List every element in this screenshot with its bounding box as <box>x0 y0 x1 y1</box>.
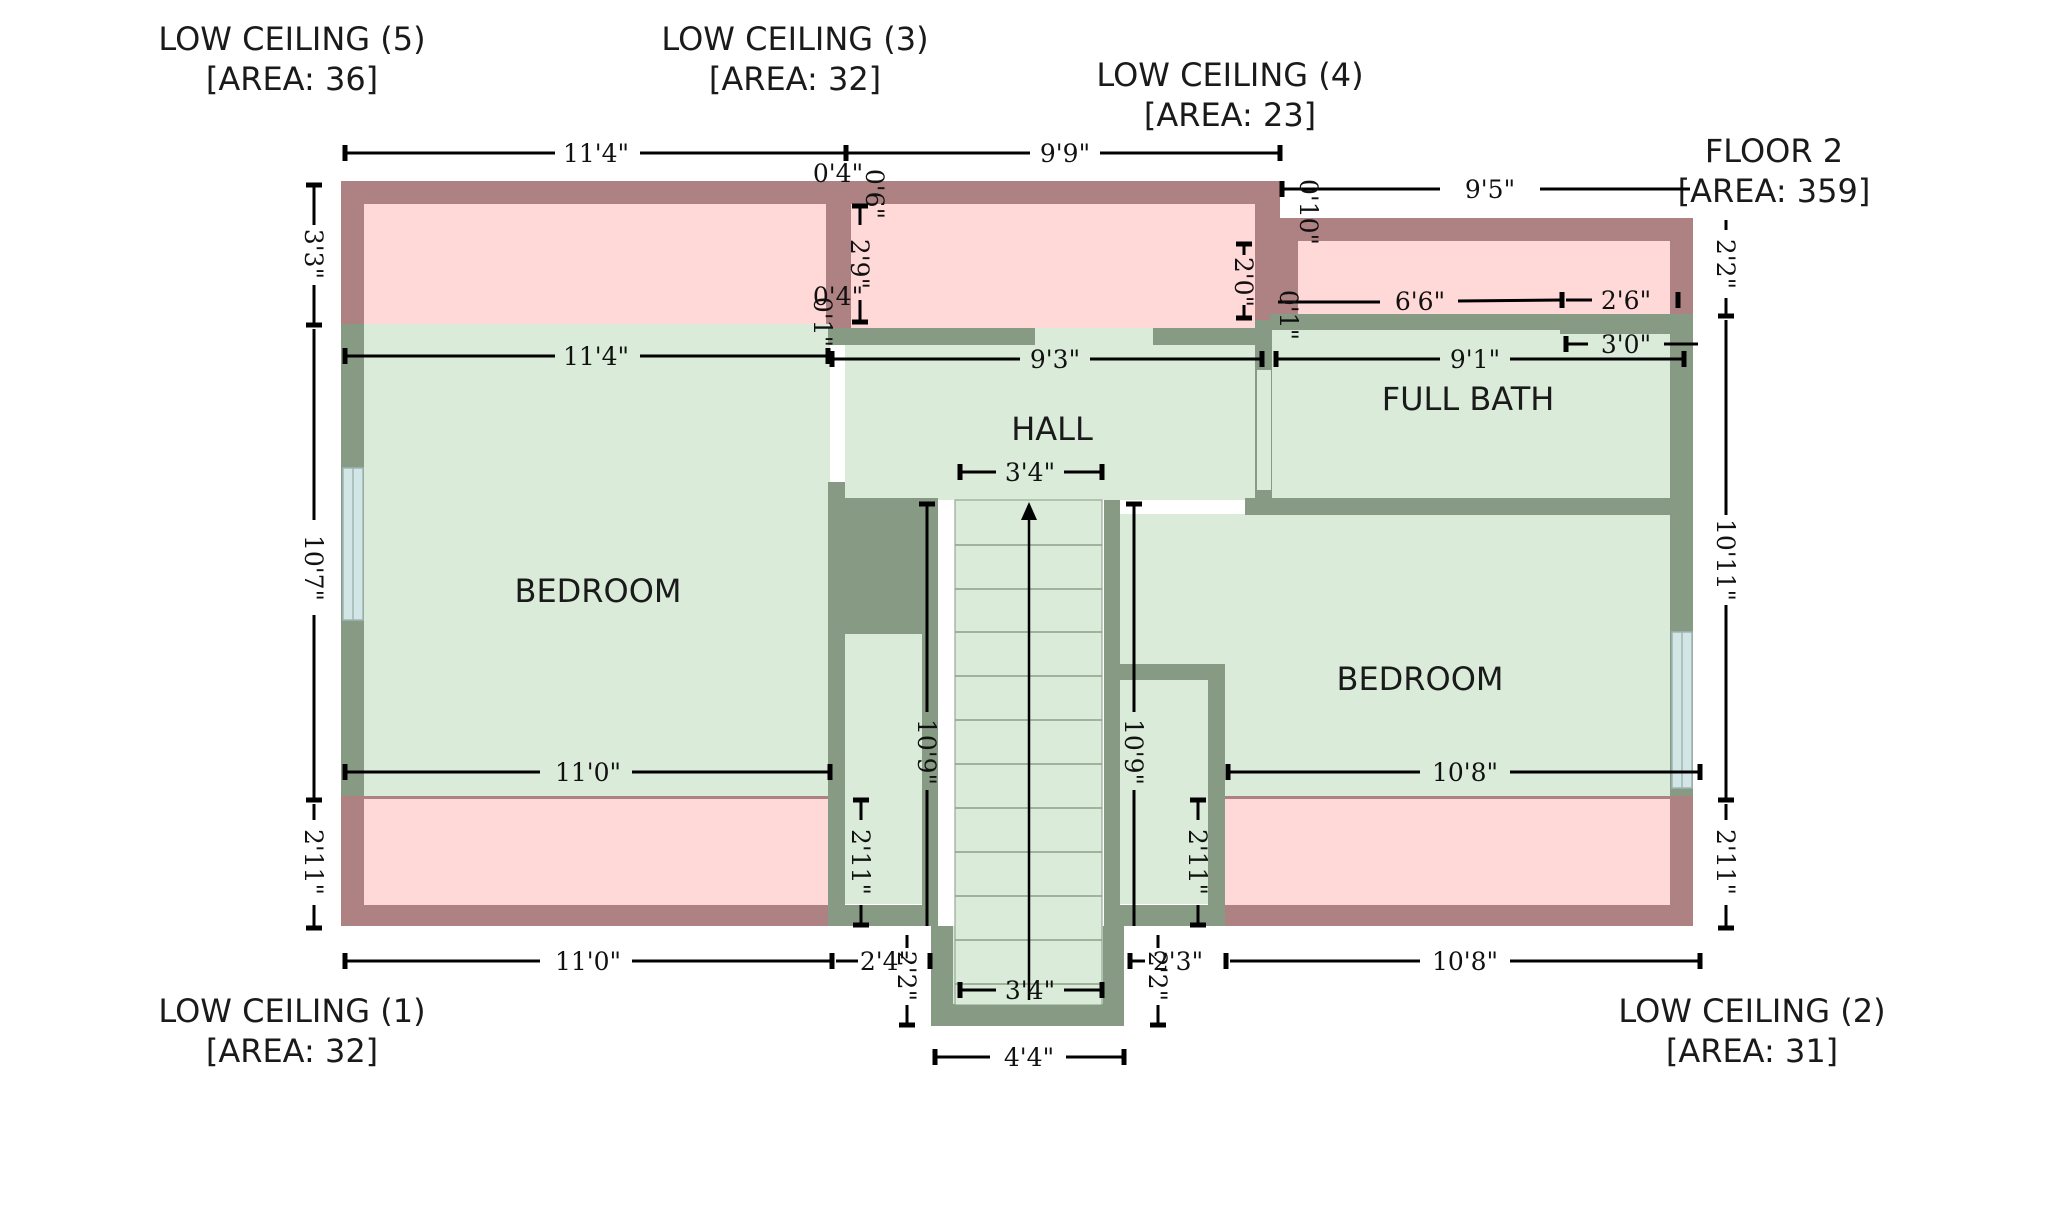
dim-right-bottom-inner: 10'8" <box>1432 758 1498 787</box>
wall-bottom-closet-left <box>828 905 938 926</box>
floor-area: [AREA: 359] <box>1678 172 1871 210</box>
dim-closet-right: 2'11" <box>1183 829 1212 895</box>
low-ceiling-2-fill <box>1222 799 1670 905</box>
low-ceiling-3-name: LOW CEILING (3) <box>661 20 928 58</box>
bedroom-left-floor <box>364 324 830 796</box>
wall-bedroom-right-west <box>1208 664 1225 926</box>
dim-left-bottom-inner: 11'0" <box>555 758 621 787</box>
room-label-hall: HALL <box>1011 410 1093 448</box>
dim-small-04b: 0'4" <box>813 282 863 311</box>
low-ceiling-4-area: [AREA: 23] <box>1144 96 1316 134</box>
dim-bottom-left: 11'0" <box>555 947 621 976</box>
floor-title: FLOOR 2 <box>1705 132 1843 170</box>
room-label-full-bath: FULL BATH <box>1382 380 1555 418</box>
bedroom-right-floor <box>1222 514 1670 796</box>
dim-top-mid: 9'9" <box>1040 139 1090 168</box>
wall-closet-left-east <box>922 500 938 926</box>
wall-block-hall <box>828 498 938 634</box>
room-label-bedroom-right: BEDROOM <box>1336 660 1503 698</box>
low-ceiling-2-area: [AREA: 31] <box>1666 1032 1838 1070</box>
dim-bottom-mid-left: 2'4" <box>860 947 910 976</box>
low-ceiling-zones <box>341 181 1693 926</box>
dim-left-bottom: 2'11" <box>299 829 328 895</box>
low-ceiling-5-area: [AREA: 36] <box>206 60 378 98</box>
dim-bath-small: 3'0" <box>1601 330 1651 359</box>
dim-left-mid: 10'7" <box>299 535 328 601</box>
dim-top-right: 9'5" <box>1465 175 1515 204</box>
dim-bath-top-b: 2'6" <box>1601 286 1651 315</box>
bedroom-right-upper <box>1120 514 1230 664</box>
low-ceiling-3-fill <box>851 204 1255 328</box>
dim-small-010: 0'10" <box>1294 179 1323 245</box>
low-ceiling-5-fill <box>364 204 826 324</box>
dim-stair-bottom: 3'4" <box>1005 976 1055 1005</box>
low-ceiling-1-name: LOW CEILING (1) <box>158 992 425 1030</box>
dim-bath-top-a: 6'6" <box>1395 287 1445 316</box>
dim-bottom-mid-right: 2'3" <box>1153 947 1203 976</box>
dim-inner-hall: 9'3" <box>1030 345 1080 374</box>
dim-stair-side-left: 2'2" <box>892 951 921 1001</box>
dim-bottom-right: 10'8" <box>1432 947 1498 976</box>
dim-right-top: 2'2" <box>1711 239 1740 289</box>
low-ceiling-1-area: [AREA: 32] <box>206 1032 378 1070</box>
low-ceiling-3-area: [AREA: 32] <box>709 60 881 98</box>
wall-closet-right-west <box>1104 500 1120 926</box>
area-labels: LOW CEILING (5) [AREA: 36] LOW CEILING (… <box>158 20 1885 1070</box>
dim-left-top: 3'3" <box>299 229 328 279</box>
main-floor <box>341 314 1693 1026</box>
hall-floor <box>845 340 1255 500</box>
dim-small-06: 0'6" <box>860 169 889 219</box>
dim-closet-left: 2'11" <box>846 829 875 895</box>
dim-stair-len-right: 10'9" <box>1119 719 1148 785</box>
wall-bath-west-door <box>1257 370 1271 490</box>
room-label-bedroom-left: BEDROOM <box>514 572 681 610</box>
dim-inner-bath: 9'1" <box>1450 345 1500 374</box>
dim-small-04: 0'4" <box>813 159 863 188</box>
stair-arrow-icon <box>1021 502 1037 520</box>
low-ceiling-5-name: LOW CEILING (5) <box>158 20 425 58</box>
wall-bottom-closet-right <box>1104 905 1225 926</box>
dim-top-left: 11'4" <box>563 139 629 168</box>
closet-left-floor <box>845 634 937 904</box>
dim-hall-left: 2'9" <box>845 239 874 289</box>
wall-bath-south <box>1245 498 1685 515</box>
dimension-lines: 11'4" 9'9" 9'5" 11'4" 9'3" 9'1" 6'6" 2'6… <box>299 139 1740 1072</box>
low-ceiling-2-name: LOW CEILING (2) <box>1618 992 1885 1030</box>
dim-small-01: 0'1" <box>808 297 837 347</box>
wall-closet-right-top <box>1118 664 1225 680</box>
wall-left-bedroom-east-lower <box>828 690 845 926</box>
dim-stair-side-right: 2'2" <box>1143 951 1172 1001</box>
low-ceiling-1-fill <box>364 799 830 905</box>
room-labels: BEDROOM HALL FULL BATH BEDROOM <box>514 380 1554 698</box>
dim-small-01b: 0'1" <box>1274 290 1303 340</box>
dim-hall-right: 2'0" <box>1229 257 1258 307</box>
dim-stair-outer: 4'4" <box>1004 1043 1054 1072</box>
dim-stair-len-left: 10'9" <box>912 719 941 785</box>
low-ceiling-4-name: LOW CEILING (4) <box>1096 56 1363 94</box>
dim-right-mid: 10'11" <box>1711 519 1740 601</box>
dim-stair-top: 3'4" <box>1005 458 1055 487</box>
wall-hall-top-opening <box>1035 328 1153 345</box>
wall-bath-top-notch <box>1560 314 1693 334</box>
dim-inner-left: 11'4" <box>563 342 629 371</box>
dim-right-bottom: 2'11" <box>1711 829 1740 895</box>
